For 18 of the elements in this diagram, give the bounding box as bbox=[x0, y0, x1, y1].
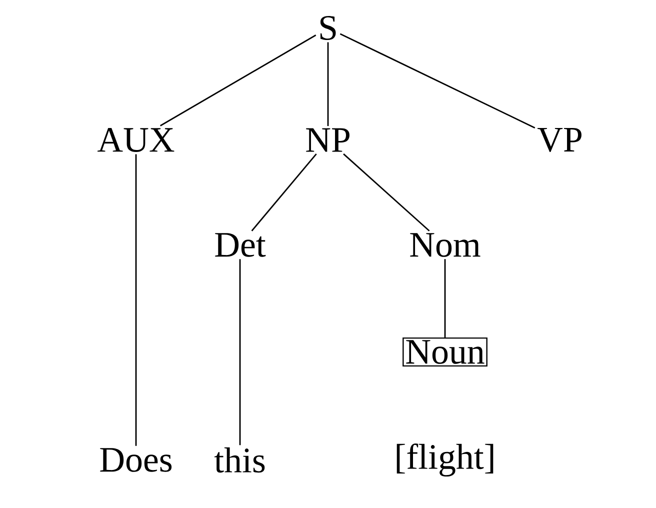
tree-word: Does bbox=[100, 448, 172, 472]
tree-word: [flight] bbox=[396, 444, 494, 476]
tree-word: NP bbox=[306, 128, 350, 152]
tree-branch bbox=[160, 34, 316, 126]
tree-word: S bbox=[320, 16, 336, 40]
tree-word: Det bbox=[215, 233, 266, 257]
tree-word: this bbox=[214, 447, 265, 473]
tree-branch bbox=[239, 259, 241, 446]
tree-branch bbox=[340, 33, 536, 129]
tree-branch bbox=[444, 259, 446, 338]
tree-branch bbox=[327, 42, 329, 126]
tree-branch bbox=[251, 153, 317, 232]
boxed-word: Noun bbox=[402, 337, 488, 367]
tree-word: Nom bbox=[410, 233, 480, 257]
tree-branch bbox=[343, 153, 430, 232]
tree-word: VP bbox=[538, 128, 582, 152]
tree-branch bbox=[135, 154, 137, 446]
tree-word: AUX bbox=[98, 128, 174, 152]
